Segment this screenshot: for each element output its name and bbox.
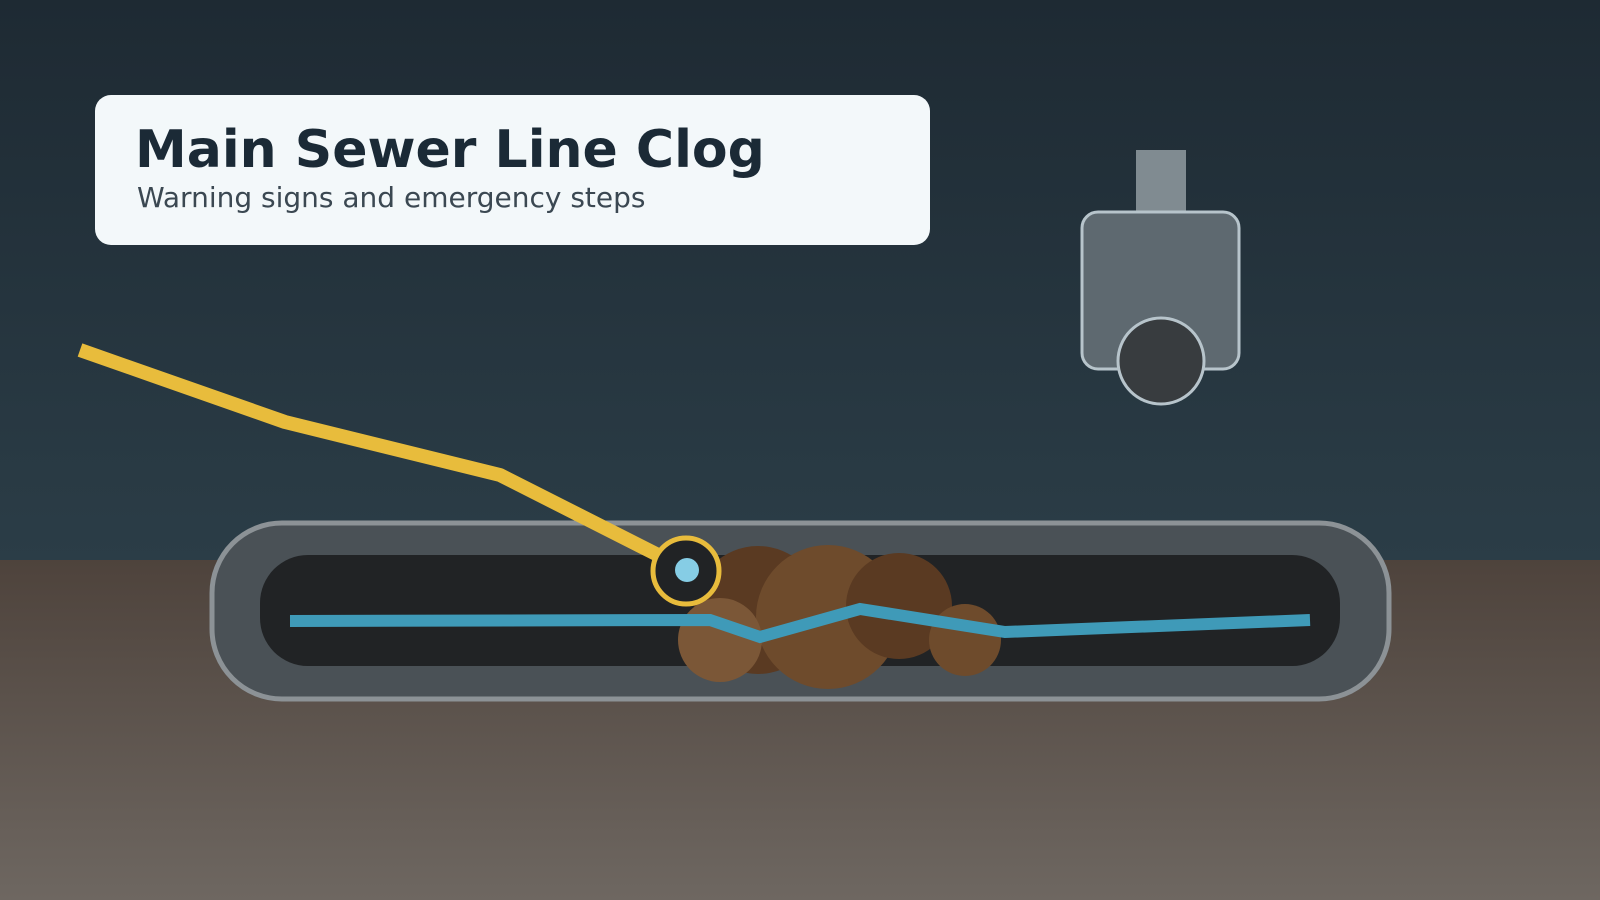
clog-chunk [678, 598, 762, 682]
clog-chunk [846, 553, 952, 659]
plumbing-auger-icon [77, 343, 722, 607]
cleanout-cap [1136, 150, 1186, 222]
auger-cable [77, 343, 664, 563]
clog-chunk [929, 604, 1001, 676]
cleanout-port [1116, 316, 1206, 406]
water-flow-line [289, 602, 1311, 644]
cleanout-fitting-icon [1080, 150, 1241, 406]
page-title: Main Sewer Line Clog [135, 120, 765, 180]
sky-background [0, 0, 1600, 560]
page-subtitle: Warning signs and emergency steps [137, 181, 646, 214]
title-card: Main Sewer Line Clog Warning signs and e… [95, 95, 930, 245]
auger-head-light [675, 558, 699, 582]
